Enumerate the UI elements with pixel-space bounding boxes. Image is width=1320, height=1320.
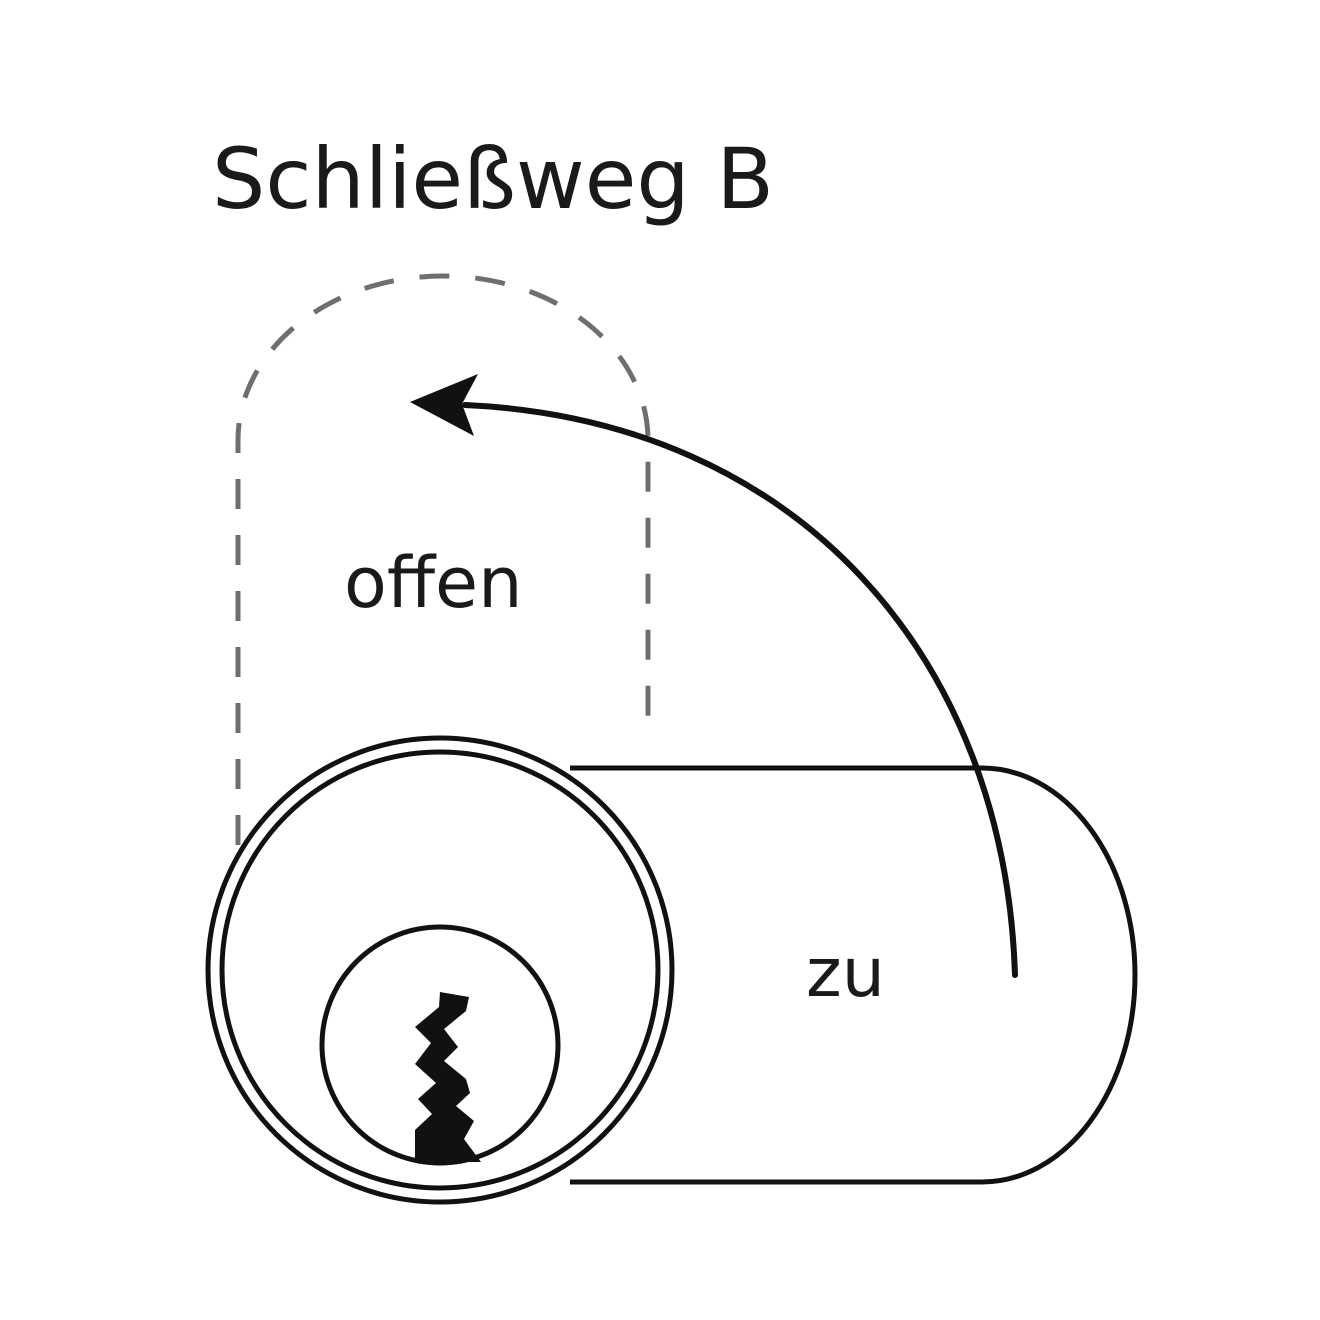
cylinder-inner-ring [219,749,661,1191]
rotation-arrow-path [462,402,1018,978]
diagram-title: Schließweg B [212,130,774,228]
rotation-arrowhead-icon [410,374,478,436]
open-position-label: offen [344,542,523,624]
closed-position-cam [570,765,1138,1185]
keyhole-icon [415,992,481,1162]
cylinder-core [319,924,561,1166]
closed-position-label: zu [806,934,885,1013]
open-position-cam-outline [235,273,651,845]
cylinder-outer-ring [205,735,675,1205]
